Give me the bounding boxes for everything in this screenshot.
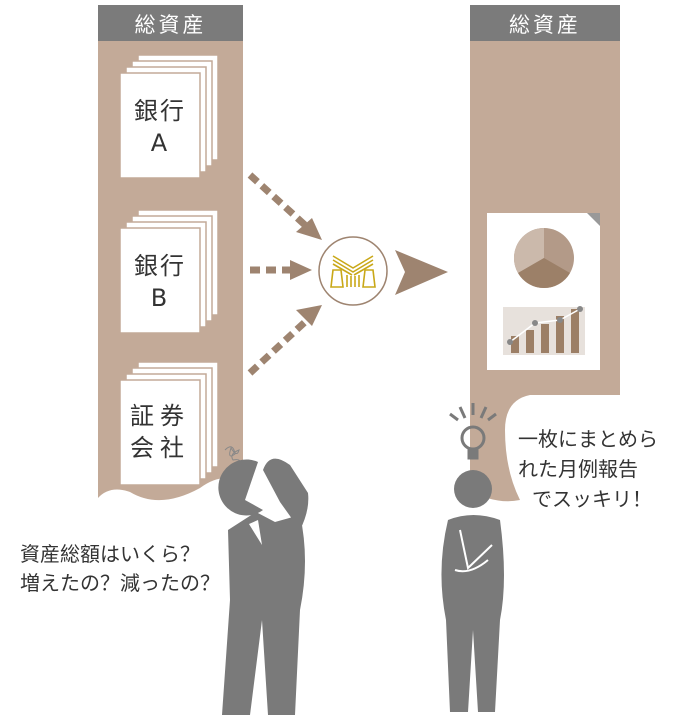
document-securities: 証券 会社 bbox=[119, 400, 201, 464]
right-panel-header: 総資産 bbox=[509, 13, 581, 37]
question-line-2: 増えたの？減ったの？ bbox=[20, 571, 220, 595]
document-label: 銀行 bbox=[134, 252, 186, 280]
lightbulb-icon bbox=[449, 403, 497, 460]
enlightened-person-icon bbox=[441, 470, 504, 712]
left-panel-header-bg bbox=[98, 5, 243, 41]
document-stack-securities bbox=[119, 361, 219, 486]
document-label: 会社 bbox=[130, 434, 190, 462]
right-panel-header-bg bbox=[470, 5, 620, 41]
arrow-from-securities bbox=[247, 319, 308, 376]
document-label: 銀行 bbox=[134, 97, 186, 125]
right-panel bbox=[470, 5, 620, 502]
company-logo bbox=[318, 236, 388, 306]
document-label: 証券 bbox=[130, 402, 190, 430]
document-bank-b: 銀行 B bbox=[119, 250, 201, 314]
bubble-line-3: でスッキリ！ bbox=[532, 487, 652, 511]
merge-arrows bbox=[247, 172, 308, 376]
left-panel-header: 総資産 bbox=[134, 13, 207, 37]
left-panel bbox=[98, 5, 243, 501]
document-bank-a: 銀行 A bbox=[119, 95, 201, 159]
bubble-line-2: れた月例報告 bbox=[518, 457, 638, 481]
big-arrow-icon bbox=[395, 250, 448, 295]
arrow-from-bank-a bbox=[247, 172, 308, 228]
document-stack-bank-a bbox=[119, 54, 219, 179]
bubble-line-1: 一枚にまとめら bbox=[518, 427, 658, 451]
confused-person-icon bbox=[218, 458, 309, 715]
document-label: A bbox=[150, 129, 170, 157]
question-line-1: 資産総額はいくら？ bbox=[20, 542, 200, 566]
pie-chart-icon bbox=[513, 228, 574, 289]
document-label: B bbox=[150, 284, 170, 312]
bar-chart-icon bbox=[503, 306, 585, 355]
document-stack-bank-b bbox=[119, 209, 219, 334]
